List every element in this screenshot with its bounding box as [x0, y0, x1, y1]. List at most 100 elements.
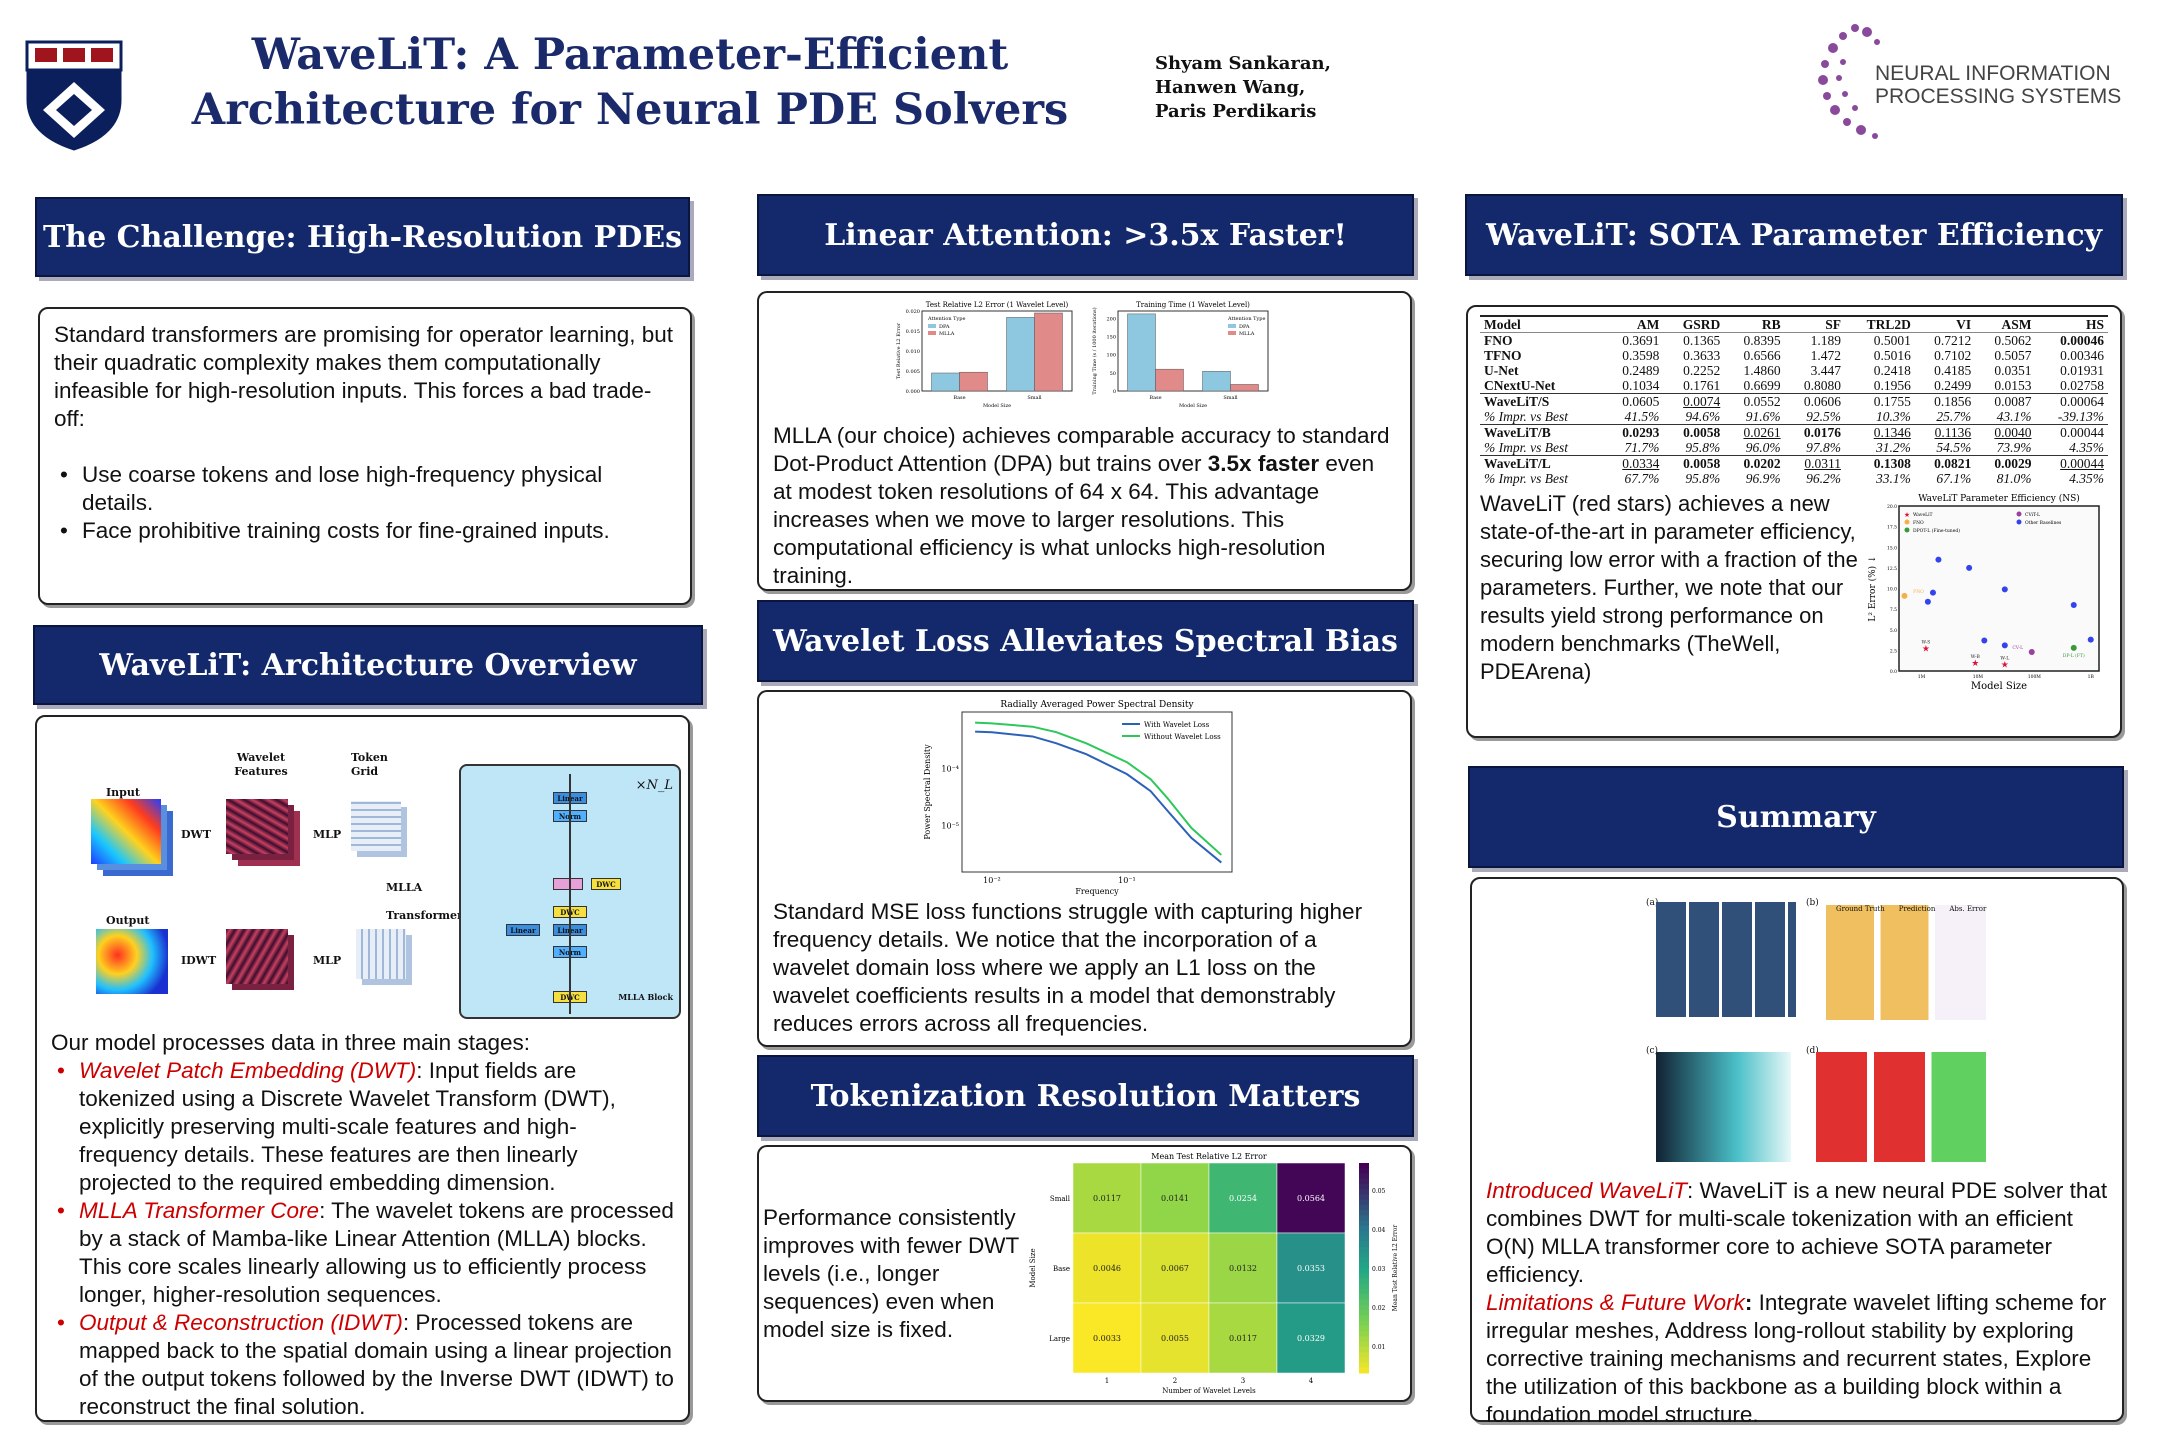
author: Hanwen Wang, — [1155, 77, 1306, 98]
colorbar-segment — [1359, 1225, 1370, 1232]
bar — [1154, 368, 1184, 392]
legend-marker — [2016, 511, 2022, 517]
bar — [1033, 312, 1063, 392]
authors: Shyam Sankaran,Hanwen Wang,Paris Perdika… — [1155, 52, 1331, 124]
stage-list: Wavelet Patch Embedding (DWT): Input fie… — [51, 1057, 674, 1421]
colon: : — [1744, 1290, 1753, 1315]
list-item: Use coarse tokens and lose high-frequenc… — [54, 461, 676, 517]
column-header: Model — [1484, 317, 1521, 332]
table-cell: 0.1034 — [1622, 378, 1660, 393]
wavelet-loss-panel: Radially Averaged Power Spectral Density… — [757, 690, 1412, 1047]
wavelet-loss-heading: Wavelet Loss Alleviates Spectral Bias — [757, 600, 1414, 682]
summary-p1: Introduced WaveLiT: WaveLiT is a new neu… — [1486, 1177, 2108, 1289]
bar — [1201, 371, 1231, 392]
legend-label: WaveLiT — [1913, 512, 1933, 518]
star-marker: ★ — [1922, 645, 1930, 655]
input-field-image — [91, 799, 161, 864]
x-tick-label: 1B — [2087, 674, 2094, 680]
table-cell: 96.0% — [1745, 440, 1781, 455]
point-label: DP-L (FT) — [2062, 652, 2084, 659]
challenge-body: Standard transformers are promising for … — [54, 322, 674, 431]
colorbar-segment — [1359, 1325, 1370, 1331]
table-cell: 0.0153 — [1994, 378, 2032, 393]
table-cell: 33.1% — [1875, 471, 1911, 486]
table-cell: 0.0821 — [1914, 455, 1976, 471]
x-tick-label: Base — [953, 395, 965, 401]
diagram-label: MLLA Transformer — [386, 881, 463, 922]
diagram-label: Input — [106, 786, 140, 799]
text-part: MLLA (our choice) achieves comparable ac… — [773, 423, 1390, 476]
table-cell: % Impr. vs Best — [1484, 409, 1568, 424]
table-cell: 4.35% — [2069, 440, 2104, 455]
table-cell: U-Net — [1484, 363, 1519, 378]
fig-label: (c) — [1646, 1046, 1659, 1056]
x-tick-label: Small — [1223, 395, 1238, 401]
table-cell: 97.8% — [1806, 440, 1841, 455]
table-cell: 0.2499 — [1934, 378, 1972, 393]
table-cell: 0.8395 — [1743, 333, 1781, 348]
colorbar-segment — [1359, 1309, 1370, 1316]
table-cell: 0.0351 — [1994, 363, 2032, 378]
stage-text: : The wavelet tokens are processed by a … — [79, 1198, 674, 1307]
summary-heading: Summary — [1468, 766, 2124, 868]
y-tick-label: 50 — [1109, 371, 1115, 377]
table-cell: 0.5062 — [1994, 333, 2032, 348]
psd-line-chart: Radially Averaged Power Spectral Density… — [923, 700, 1232, 896]
linear-attention-panel: Test Relative L2 Error (1 Wavelet Level)… — [757, 291, 1412, 591]
summary-text: : WaveLiT is a new neural PDE solver tha… — [1486, 1178, 2108, 1287]
y-tick-label: Base — [1053, 1265, 1070, 1273]
linear-attention-heading: Linear Attention: >3.5x Faster! — [757, 194, 1414, 276]
summary-p2: Limitations & Future Work: Integrate wav… — [1486, 1289, 2108, 1429]
heatmap-cell — [1208, 1302, 1278, 1373]
x-tick-label: Base — [1149, 395, 1161, 401]
y-tick-label: 12.5 — [1887, 566, 1897, 572]
y-axis-label: Test Relative L2 Error — [896, 322, 902, 379]
legend-title: Attention Type — [1227, 316, 1266, 322]
point-marker — [1929, 589, 1936, 596]
point-label: FNO — [1913, 589, 1924, 595]
y-tick-label: 20.0 — [1887, 504, 1897, 510]
table-cell: 25.7% — [1936, 409, 1972, 424]
y-tick-label: 10.0 — [1887, 587, 1897, 593]
attention-layer — [553, 878, 583, 890]
fig-col: Ground Truth — [1836, 905, 1885, 913]
colorbar-segment — [1359, 1246, 1370, 1253]
series-line — [974, 730, 1222, 864]
summary-text: Integrate wavelet lifting scheme for irr… — [1486, 1290, 2107, 1427]
bar — [930, 372, 960, 392]
legend-label: DPOT-L (Fine-tuned) — [1913, 527, 1960, 534]
colorbar-segment — [1359, 1330, 1370, 1337]
arrow-label: IDWT — [181, 954, 217, 967]
colorbar-segment — [1359, 1236, 1370, 1242]
table-cell: 81.0% — [1996, 471, 2032, 486]
table-cell: 0.1856 — [1914, 393, 1976, 409]
tokenization-text: Performance consistently improves with f… — [763, 1204, 1019, 1342]
table-cell: CNextU-Net — [1484, 378, 1556, 393]
table-cell: 0.0058 — [1663, 455, 1725, 471]
point-marker — [1965, 564, 1972, 571]
x-tick-label: Small — [1027, 395, 1042, 401]
heatmap-cell — [1208, 1232, 1278, 1303]
table-cell: 0.1308 — [1844, 455, 1915, 471]
colorbar-segment — [1359, 1162, 1370, 1169]
bar — [1229, 384, 1259, 392]
diagram-label: Output — [106, 914, 150, 927]
table-cell: 71.7% — [1624, 440, 1660, 455]
table-cell: WaveLiT/S — [1480, 393, 1604, 409]
table-cell: 92.5% — [1806, 409, 1841, 424]
point-label: W-S — [1921, 640, 1930, 646]
y-tick-label: 0.000 — [905, 389, 919, 395]
output-token-image — [356, 929, 406, 979]
bar — [958, 371, 988, 392]
y-axis-label: L² Error (%) ↓ — [1867, 555, 1878, 621]
table-cell: 0.0074 — [1663, 393, 1725, 409]
output-wavelet-image — [226, 929, 288, 984]
y-tick-label: 5.0 — [1890, 628, 1897, 634]
stage-item: MLLA Transformer Core: The wavelet token… — [51, 1197, 674, 1309]
plot-frame — [1897, 505, 2100, 672]
bar — [1005, 317, 1035, 392]
y-tick-label: 0.010 — [905, 349, 919, 355]
table-cell: 1.189 — [1810, 333, 1841, 348]
author: Paris Perdikaris — [1155, 101, 1317, 122]
